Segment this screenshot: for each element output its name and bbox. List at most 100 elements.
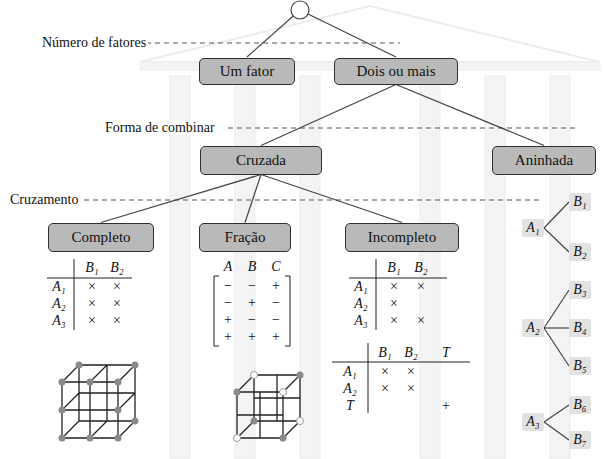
design-point — [297, 372, 304, 379]
table-cell: × — [407, 381, 415, 396]
table-rule — [376, 259, 377, 330]
level-dashed-line — [84, 200, 540, 201]
category-box: Aninhada — [492, 146, 596, 175]
table-cell: A₂ — [354, 296, 367, 311]
table-cell: B₁ — [85, 260, 98, 275]
design-point — [132, 362, 139, 369]
table-cell: B₁ — [378, 345, 391, 360]
design-point — [59, 379, 66, 386]
level-dashed-line — [146, 43, 400, 44]
design-point — [280, 435, 287, 442]
table-cell: B₂ — [110, 260, 123, 275]
table-cell: − — [224, 295, 232, 310]
table-cell: A₁ — [52, 279, 65, 294]
table-cell: B — [248, 259, 257, 274]
node-text: B₆ — [573, 397, 586, 412]
factor-level-box: B₇ — [569, 431, 591, 449]
empty-point — [297, 418, 304, 425]
node-text: B₄ — [573, 320, 586, 335]
level-lines — [84, 43, 578, 200]
design-point — [87, 435, 94, 442]
table-cell: + — [442, 398, 450, 413]
node-text: A₂ — [526, 320, 539, 335]
level-label: Número de fatores — [40, 35, 148, 50]
tree-branch — [261, 85, 396, 146]
fraction-cube — [234, 372, 304, 442]
table-cell: × — [88, 313, 96, 328]
pediment-watermark — [140, 6, 600, 62]
table-cell: − — [248, 312, 256, 327]
table-rule — [368, 343, 369, 413]
table-cell: × — [407, 364, 415, 379]
column-watermark — [300, 76, 320, 459]
table-cell: A₃ — [52, 313, 65, 328]
category-box: Completo — [48, 223, 154, 252]
level-label: Cruzamento — [8, 192, 80, 207]
design-point — [234, 389, 241, 396]
category-box: Cruzada — [200, 146, 322, 175]
category-box: Fração — [199, 223, 291, 252]
table-cell: − — [224, 278, 232, 293]
building-watermark — [140, 6, 600, 459]
matrix-bracket — [214, 276, 219, 346]
factor-level-box: A₃ — [522, 413, 544, 431]
table-cell: T — [442, 345, 450, 360]
table-cell: − — [272, 295, 280, 310]
table-cell: − — [272, 312, 280, 327]
node-text: A₁ — [526, 220, 539, 235]
table-cell: A₁ — [354, 279, 367, 294]
table-cell: × — [113, 313, 121, 328]
table-cell: B₂ — [404, 345, 417, 360]
design-point — [59, 407, 66, 414]
node-text: Dois ou mais — [356, 63, 435, 80]
table-cell: B₂ — [414, 260, 427, 275]
tree-branch — [101, 175, 261, 223]
design-point — [251, 418, 258, 425]
matrix-bracket — [285, 276, 290, 346]
category-box: Dois ou mais — [334, 58, 458, 85]
table-cell: A₁ — [343, 364, 356, 379]
table-cell: + — [272, 329, 280, 344]
cube-points — [59, 362, 139, 442]
design-point — [115, 407, 122, 414]
tree-branch — [544, 202, 569, 228]
node-text: B₃ — [573, 282, 586, 297]
tree-branch — [544, 290, 569, 328]
table-cell: B₁ — [387, 260, 400, 275]
factor-level-box: B₃ — [569, 281, 591, 299]
table-cell: A₂ — [52, 296, 65, 311]
cube-grid — [237, 375, 300, 438]
table-cell: × — [417, 279, 425, 294]
factor-level-box: B₄ — [569, 319, 591, 337]
tree-branch — [544, 422, 569, 440]
node-text: B₇ — [573, 432, 586, 447]
table-rule — [47, 278, 132, 279]
table-cell: × — [417, 313, 425, 328]
tree-branch — [245, 175, 261, 223]
factor-level-box: B₂ — [569, 243, 591, 261]
node-text: A₃ — [526, 414, 539, 429]
table-rule — [74, 259, 75, 330]
table-cell: + — [224, 312, 232, 327]
category-box: Incompleto — [345, 223, 459, 252]
column-watermark — [485, 76, 505, 459]
table-rule — [332, 362, 470, 363]
node-text: Cruzada — [236, 152, 286, 169]
node-text: B₅ — [573, 358, 586, 373]
design-point — [76, 362, 83, 369]
table-cell: × — [381, 364, 389, 379]
factor-level-box: B₁ — [569, 193, 591, 211]
node-text: B₂ — [573, 244, 586, 259]
root-branch — [308, 14, 396, 57]
table-cell: × — [390, 279, 398, 294]
table-cell: + — [248, 295, 256, 310]
table-cell: × — [88, 296, 96, 311]
table-cell: + — [224, 329, 232, 344]
tree-branch — [544, 405, 569, 422]
table-cell: × — [390, 313, 398, 328]
table-rule — [349, 278, 447, 279]
table-cell: T — [346, 398, 354, 413]
table-cell: × — [381, 381, 389, 396]
node-text: Aninhada — [515, 152, 573, 169]
table-cell: A₂ — [343, 381, 356, 396]
